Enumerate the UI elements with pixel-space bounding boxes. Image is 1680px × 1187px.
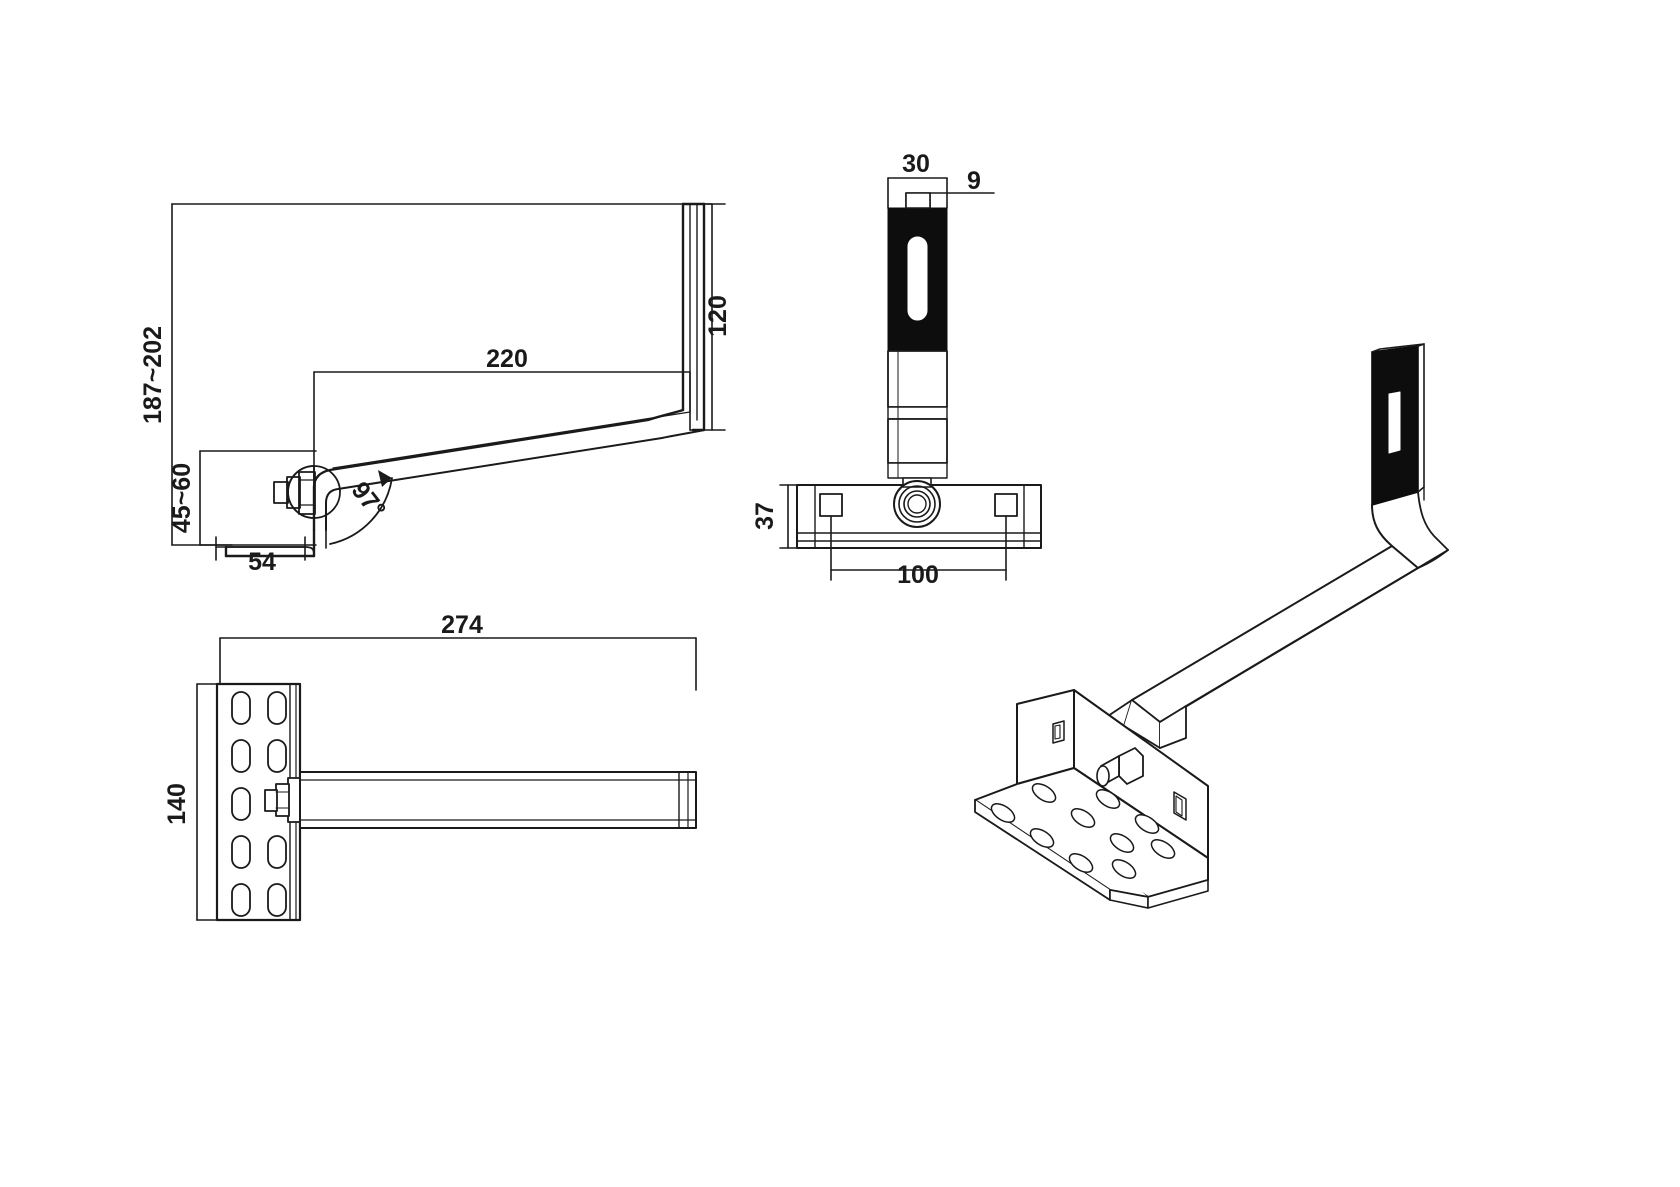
plan-bolt	[264, 777, 301, 823]
plan-view	[196, 637, 697, 922]
dim-label-plate-thickness: 37	[751, 502, 779, 530]
pivot-bolt-assembly	[273, 465, 341, 519]
iso-arm	[1131, 545, 1449, 723]
dim-label-arm-length: 220	[486, 345, 528, 373]
dim-base-height-range	[199, 450, 317, 546]
plan-arm	[299, 771, 697, 829]
dim-label-blade-width: 30	[902, 150, 930, 178]
base-foot-profile	[224, 528, 327, 558]
isometric-view	[974, 343, 1449, 909]
dim-label-hook-drop: 120	[704, 295, 732, 337]
dim-label-height-range: 187~202	[139, 326, 167, 424]
column-body	[887, 350, 948, 479]
blade-body	[887, 192, 948, 352]
dim-label-slot-width: 9	[967, 167, 981, 195]
dim-overall-length	[219, 637, 697, 691]
dim-label-plate-width: 100	[897, 561, 939, 589]
base-plate-body	[796, 477, 1042, 549]
front-elevation-view	[779, 177, 1042, 581]
dim-label-base-width: 54	[248, 548, 276, 576]
iso-blade	[1371, 343, 1425, 506]
iso-base-plate	[974, 767, 1209, 909]
iso-bolt	[1096, 747, 1144, 787]
dim-plate-width	[830, 515, 1007, 581]
angle-arc-97	[329, 470, 393, 545]
side-elevation-view	[171, 202, 726, 561]
dim-label-overall-length: 274	[441, 611, 483, 639]
dim-label-plate-depth: 140	[163, 783, 191, 825]
dim-label-base-height-range: 45~60	[168, 463, 196, 533]
